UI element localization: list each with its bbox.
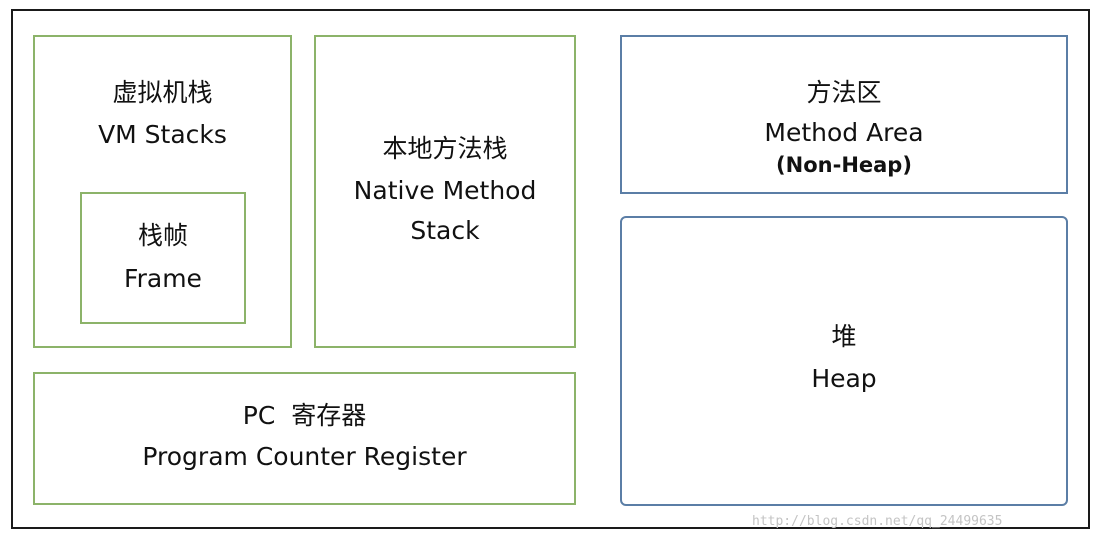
method-area-cn-label: 方法区 — [806, 78, 882, 107]
method-area-en-label: Method Area — [764, 118, 924, 147]
memory-diagram-frame — [11, 9, 1090, 529]
heap-box: 堆 Heap — [620, 216, 1068, 506]
pc-register-cn-label: PC 寄存器 — [242, 401, 367, 430]
vm-stacks-en-label: VM Stacks — [98, 120, 227, 149]
heap-cn-label: 堆 — [831, 322, 857, 351]
vm-stacks-cn-label: 虚拟机栈 — [112, 78, 213, 107]
native-stack-en-line1: Native Method — [353, 176, 537, 205]
frame-box: 栈帧 Frame — [80, 192, 246, 324]
native-stack-en-line2: Stack — [410, 216, 480, 245]
frame-en-label: Frame — [124, 264, 202, 293]
method-area-box: 方法区 Method Area (Non-Heap) — [620, 35, 1068, 194]
pc-register-box: PC 寄存器 Program Counter Register — [33, 372, 576, 505]
watermark-url: http://blog.csdn.net/qq_24499635 — [752, 514, 1003, 529]
pc-register-en-label: Program Counter Register — [142, 442, 467, 471]
heap-en-label: Heap — [811, 364, 877, 393]
native-stack-cn-label: 本地方法栈 — [382, 134, 508, 163]
method-area-sub-label: (Non-Heap) — [776, 153, 912, 177]
frame-cn-label: 栈帧 — [137, 221, 188, 250]
native-method-stack-box: 本地方法栈 Native Method Stack — [314, 35, 576, 348]
